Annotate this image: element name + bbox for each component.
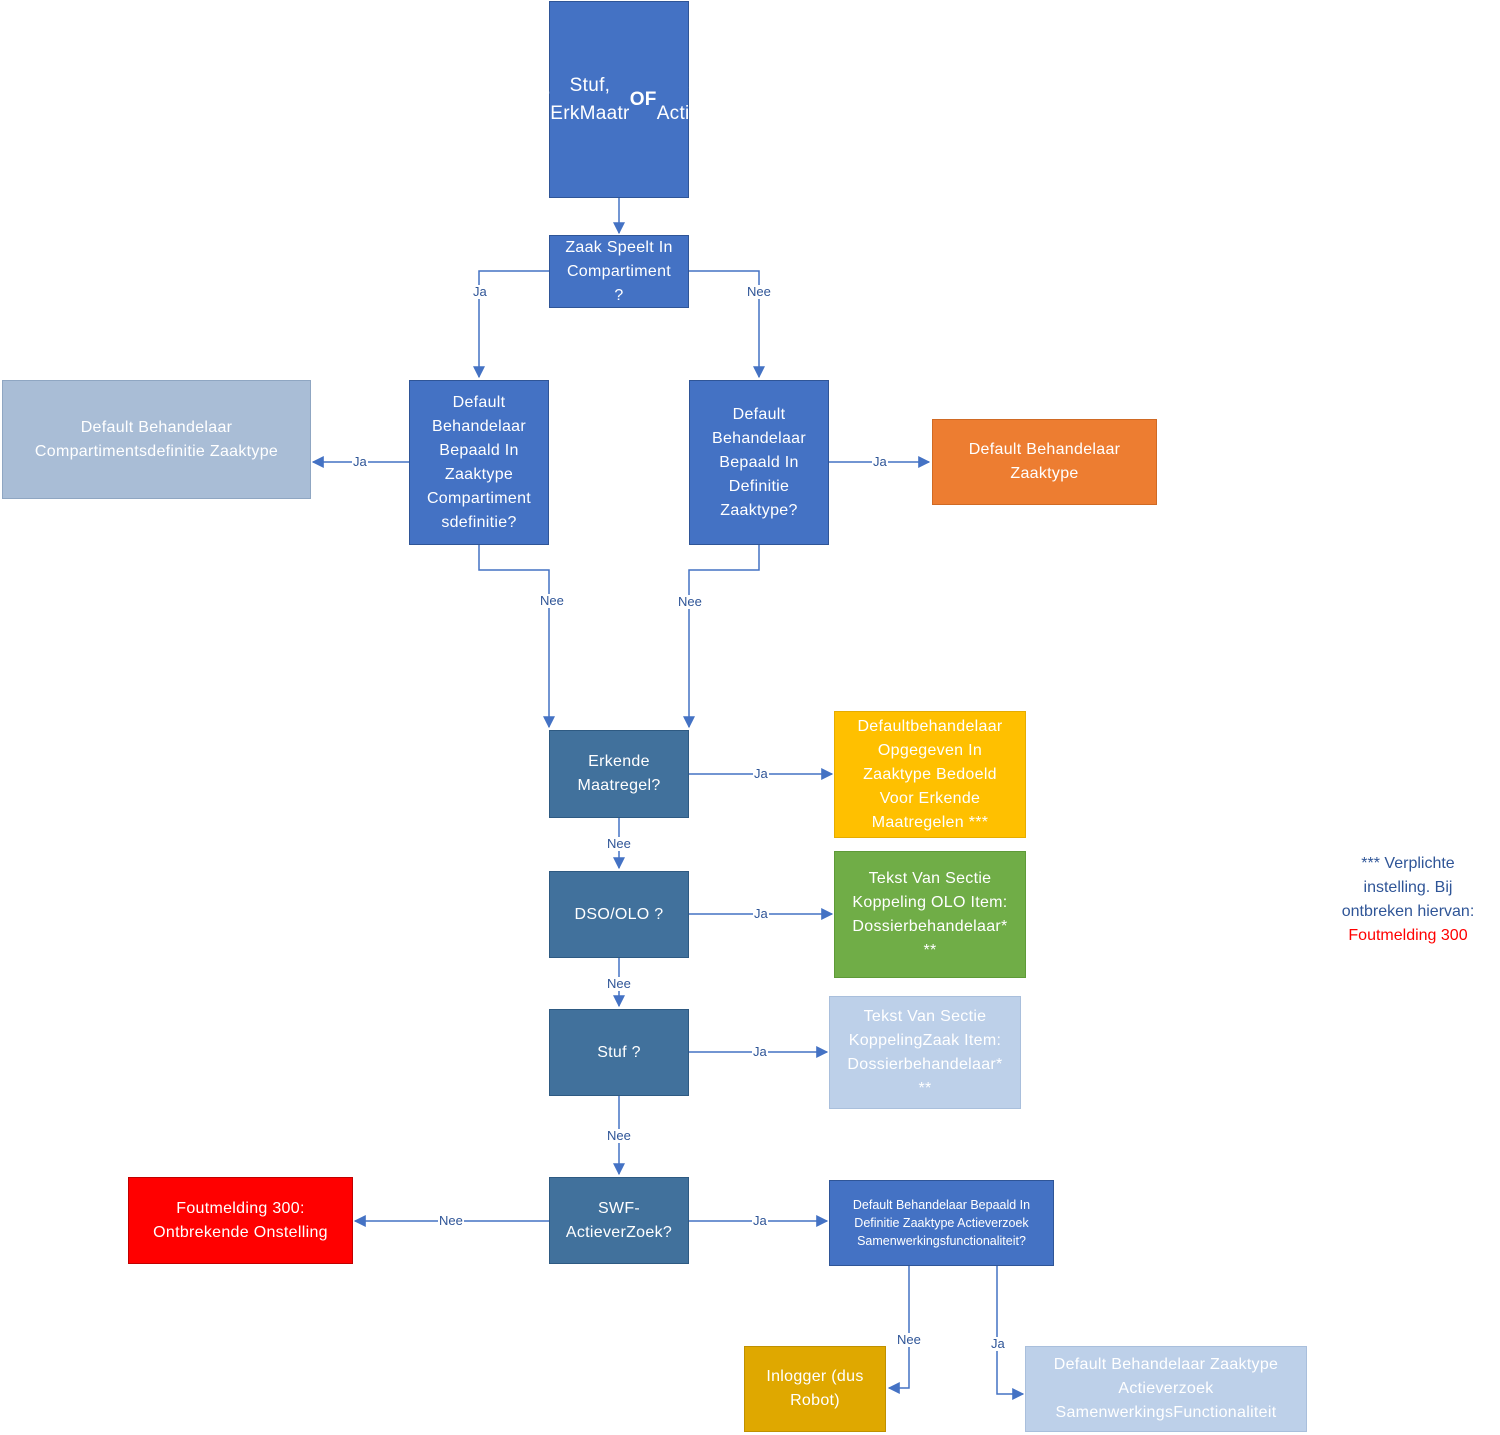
arrow-compdef-nee (478, 545, 555, 729)
erkende-maatregel-result: Defaultbehandelaar Opgegeven In Zaaktype… (834, 711, 1026, 838)
erkende-maatregel-decision: Erkende Maatregel? (549, 730, 689, 818)
label-dso-nee: Nee (606, 976, 632, 991)
dso-olo-result: Tekst Van Sectie Koppeling OLO Item: Dos… (834, 851, 1026, 978)
label-compdef-nee: Nee (539, 593, 565, 608)
label-stuf-ja: Ja (752, 1044, 768, 1059)
zaaktype-behandelaar-result: Default Behandelaar Zaaktype (932, 419, 1157, 505)
dso-olo-decision: DSO/OLO ? (549, 871, 689, 958)
stuf-result: Tekst Van Sectie KoppelingZaak Item: Dos… (829, 996, 1021, 1109)
compartiment-behandelaar-result: Default Behandelaar Compartimentsdefinit… (2, 380, 311, 499)
compartimentsdefinitie-decision: Default Behandelaar Bepaald In Zaaktype … (409, 380, 549, 545)
error-result: Foutmelding 300: Ontbrekende Onstelling (128, 1177, 353, 1264)
arrow-compartiment-ja (473, 270, 549, 379)
label-swfdef-ja: Ja (990, 1336, 1006, 1351)
swf-behandelaar-result: Default Behandelaar Zaaktype Actieverzoe… (1025, 1346, 1307, 1432)
inlogger-result: Inlogger (dus Robot) (744, 1346, 886, 1432)
swf-actieverzoek-decision: SWF- ActieverZoek? (549, 1177, 689, 1264)
label-erkende-nee: Nee (606, 836, 632, 851)
definitie-decision: Default Behandelaar Bepaald In Definitie… (689, 380, 829, 545)
footnote: *** Verplichte instelling. Bij ontbreken… (1318, 852, 1498, 948)
label-compartiment-ja: Ja (472, 284, 488, 299)
swf-definitie-decision: Default Behandelaar Bepaald In Definitie… (829, 1180, 1054, 1266)
label-erkende-ja: Ja (753, 766, 769, 781)
arrow-compartiment-nee (689, 270, 765, 379)
start-node: Robot (DSO, OLO OF Stuf, ErkMaatr OF SWF… (469, 1, 769, 198)
footnote-highlight: Foutmelding 300 (1348, 927, 1468, 944)
arrow-swfdef-ja (996, 1266, 1025, 1400)
label-swf-nee: Nee (438, 1213, 464, 1228)
label-swfdef-nee: Nee (896, 1332, 922, 1347)
label-dso-ja: Ja (753, 906, 769, 921)
footnote-text: *** Verplichte instelling. Bij ontbreken… (1341, 855, 1475, 920)
compartiment-decision: Zaak Speelt In Compartiment ? (549, 235, 689, 308)
label-compdef-ja: Ja (352, 454, 368, 469)
label-swf-ja: Ja (752, 1213, 768, 1228)
label-stuf-nee: Nee (606, 1128, 632, 1143)
label-def-nee: Nee (677, 594, 703, 609)
label-compartiment-nee: Nee (746, 284, 772, 299)
label-def-ja: Ja (872, 454, 888, 469)
arrow-def-nee (683, 545, 760, 729)
stuf-decision: Stuf ? (549, 1009, 689, 1096)
arrow-swfdef-nee (887, 1266, 910, 1394)
